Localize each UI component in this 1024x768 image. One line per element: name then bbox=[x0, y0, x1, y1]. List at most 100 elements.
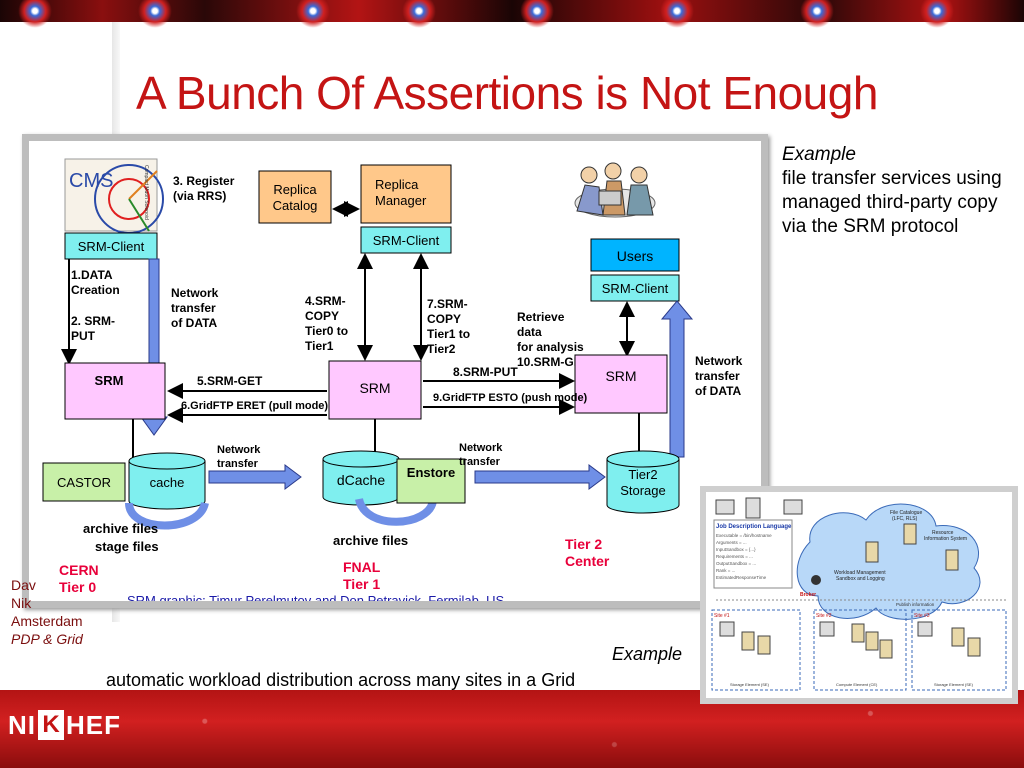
data-creation-1: 1.DATA bbox=[71, 268, 113, 282]
replica-catalog-box: Replica Catalog bbox=[258, 170, 332, 224]
computer-icon bbox=[917, 621, 933, 637]
svg-text:dCache: dCache bbox=[337, 472, 385, 488]
broker-label: Broker bbox=[800, 592, 816, 598]
svg-text:Storage: Storage bbox=[620, 483, 666, 498]
server-icon bbox=[945, 549, 959, 571]
svg-text:Site #1: Site #1 bbox=[714, 613, 730, 619]
top-banner bbox=[0, 0, 1024, 28]
grid-workload-diagram: Job Description Language Executable = /b… bbox=[700, 486, 1018, 704]
svg-text:Storage Element (SE): Storage Element (SE) bbox=[934, 682, 974, 687]
srm-copy-1-2-c: Tier1 to bbox=[427, 327, 470, 341]
archive-files-fnal: archive files bbox=[333, 533, 408, 548]
svg-text:SRM-Client: SRM-Client bbox=[373, 233, 440, 248]
network-transfer-lower-2: transfer bbox=[217, 458, 259, 470]
server-icon bbox=[757, 635, 771, 655]
cache-archive-loop bbox=[125, 501, 209, 530]
gridftp-esto-label: 9.GridFTP ESTO (push mode) bbox=[433, 392, 588, 404]
replica-manager-label-1: Replica bbox=[375, 177, 419, 192]
site-2 bbox=[813, 609, 907, 691]
broker-icon bbox=[811, 575, 821, 585]
users-box: Users bbox=[590, 238, 680, 272]
svg-text:SRM: SRM bbox=[605, 368, 636, 384]
right-network-transfer-1: Network bbox=[695, 354, 743, 368]
particle-burst-graphic bbox=[660, 0, 694, 28]
svg-text:Rank = ...: Rank = ... bbox=[716, 568, 735, 573]
srm-credit: SRM graphic: Timur Perelmutov and Don Pe… bbox=[127, 593, 504, 601]
resource-info-1: Resource bbox=[932, 530, 954, 536]
example2-text: automatic workload distribution across m… bbox=[106, 670, 576, 690]
cms-side-text: Compact Muon Solenoid bbox=[143, 165, 149, 220]
svg-text:Site #2: Site #2 bbox=[816, 613, 832, 619]
footer-line-3: Amsterdam bbox=[11, 613, 83, 629]
svg-text:SRM-Client: SRM-Client bbox=[602, 281, 669, 296]
srm-put-8-label: 8.SRM-PUT bbox=[453, 365, 518, 379]
srm-box-tier2: SRM bbox=[574, 354, 668, 414]
footer-line-2: Nik bbox=[11, 595, 32, 611]
gridftp-eret-label: 6.GridFTP ERET (pull mode) bbox=[181, 400, 328, 412]
svg-text:Site #3: Site #3 bbox=[914, 613, 930, 619]
job-desc-title: Job Description Language bbox=[716, 524, 792, 530]
particle-burst-graphic bbox=[920, 0, 954, 28]
network-transfer-label-1: Network bbox=[171, 286, 219, 300]
svg-text:EstimatedResponseTime: EstimatedResponseTime bbox=[716, 575, 767, 580]
workload-mgmt-1: Workload Management bbox=[834, 570, 886, 576]
cms-logo-text: CMS bbox=[69, 170, 113, 192]
network-transfer-right-2: transfer bbox=[459, 456, 501, 468]
cms-logo: CMS Compact Muon Solenoid bbox=[64, 158, 164, 234]
cern-label: CERN bbox=[59, 562, 99, 578]
file-catalogue-2: (LFC, RLS) bbox=[892, 516, 918, 522]
tier2-storage-cylinder: Tier2 Storage bbox=[606, 450, 680, 514]
center-label: Center bbox=[565, 553, 610, 569]
svg-text:Requirements = ...: Requirements = ... bbox=[716, 554, 753, 559]
particle-burst-graphic bbox=[520, 0, 554, 28]
right-network-transfer-2: transfer bbox=[695, 369, 740, 383]
example2-label: Example bbox=[612, 644, 683, 664]
site-1 bbox=[711, 609, 801, 691]
server-icon bbox=[951, 627, 965, 647]
register-label-2: (via RRS) bbox=[173, 189, 226, 203]
srm-client-users: SRM-Client bbox=[590, 274, 680, 302]
svg-text:Executable = /bin/hostname: Executable = /bin/hostname bbox=[716, 533, 772, 538]
footer-line-1: Dav bbox=[11, 577, 36, 593]
slide-title: A Bunch Of Assertions is Not Enough bbox=[136, 67, 878, 119]
srm-copy-0-1-b: COPY bbox=[305, 309, 339, 323]
retrieve-data-c: for analysis bbox=[517, 340, 584, 354]
computer-icon bbox=[719, 621, 735, 637]
replica-manager-label-2: Manager bbox=[375, 193, 427, 208]
workload-mgmt-2: Sandbox and Logging bbox=[836, 576, 885, 582]
replica-manager-box: Replica Manager bbox=[360, 164, 452, 224]
dcache-to-tier2-arrow bbox=[474, 464, 606, 490]
users-illustration bbox=[574, 162, 656, 218]
srm-copy-1-2-b: COPY bbox=[427, 312, 461, 326]
srm-copy-1-2-a: 7.SRM- bbox=[427, 297, 468, 311]
server-icon bbox=[967, 637, 981, 657]
retrieve-data-d: 10.SRM-GET bbox=[517, 355, 590, 369]
server-icon bbox=[865, 631, 879, 651]
server-icon bbox=[903, 523, 917, 545]
srm-get-label: 5.SRM-GET bbox=[197, 374, 263, 388]
site-3 bbox=[911, 609, 1007, 691]
srm-diagram: CMS Compact Muon Solenoid 3. Register (v… bbox=[22, 134, 768, 608]
server-icon bbox=[879, 639, 893, 659]
network-transfer-lower-1: Network bbox=[217, 444, 261, 456]
archive-files-cern: archive files bbox=[83, 521, 158, 536]
retrieve-data-b: data bbox=[517, 325, 542, 339]
srm-copy-0-1-c: Tier0 to bbox=[305, 324, 348, 338]
srm-copy-0-1-a: 4.SRM- bbox=[305, 294, 346, 308]
svg-text:SRM: SRM bbox=[95, 373, 124, 388]
particle-burst-graphic bbox=[402, 0, 436, 28]
particle-burst-graphic bbox=[18, 0, 52, 28]
srm-put-step-2: PUT bbox=[71, 329, 96, 343]
server-icon bbox=[865, 541, 879, 563]
castor-box: CASTOR bbox=[42, 462, 126, 502]
svg-text:Compute Element (CE): Compute Element (CE) bbox=[836, 682, 878, 687]
network-transfer-right-1: Network bbox=[459, 442, 503, 454]
resource-info-2: Information System bbox=[924, 536, 967, 542]
srm-box-cern: SRM bbox=[64, 362, 166, 420]
publish-label: Publish information bbox=[896, 602, 935, 607]
example1-block: Example file transfer services using man… bbox=[782, 143, 1018, 239]
particle-burst-graphic bbox=[800, 0, 834, 28]
svg-text:Enstore: Enstore bbox=[407, 465, 455, 480]
svg-text:OutputSandbox = ...: OutputSandbox = ... bbox=[716, 561, 756, 566]
server-icon bbox=[741, 631, 755, 651]
